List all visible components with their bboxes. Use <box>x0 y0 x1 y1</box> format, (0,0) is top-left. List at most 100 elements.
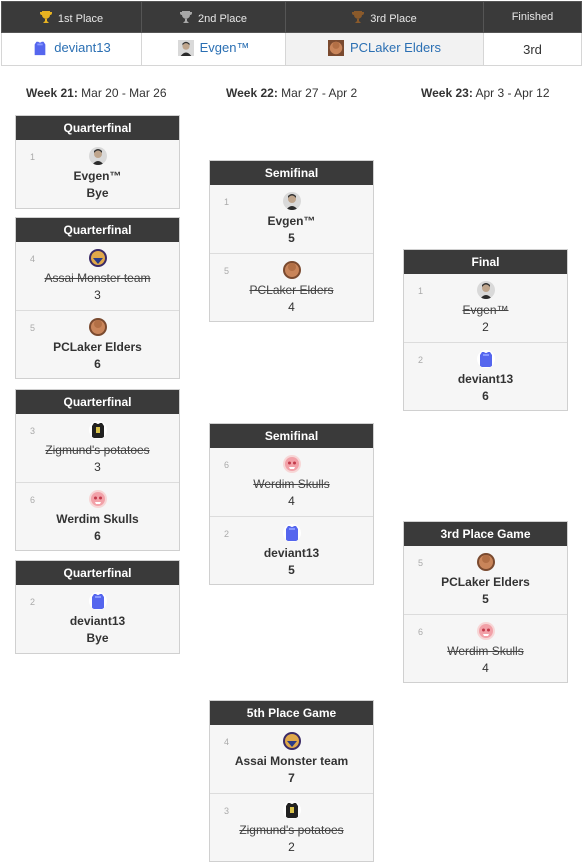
match-title: Semifinal <box>210 424 373 448</box>
finished-header: Finished <box>483 1 582 33</box>
team-slot[interactable]: 6 Werdim Skulls 6 <box>16 482 179 550</box>
silver-trophy-icon <box>180 10 193 23</box>
first-place-cell: deviant13 <box>1 32 142 66</box>
seed-number: 2 <box>418 355 424 365</box>
match-title: Quarterfinal <box>16 561 179 585</box>
week-label: Week 23: <box>421 86 473 100</box>
jersey-avatar-icon <box>32 40 48 56</box>
seed-number: 1 <box>418 286 424 296</box>
semifinal-match-1: Semifinal 1 Evgen™ 5 5 PCLaker Elders 4 <box>209 160 374 322</box>
team-score: 6 <box>94 357 101 371</box>
third-place-team-link[interactable]: PCLaker Elders <box>349 40 442 55</box>
seed-number: 3 <box>224 806 230 816</box>
team-slot[interactable]: 2 deviant13 Bye <box>16 585 179 653</box>
laker-avatar-icon <box>89 318 107 336</box>
week-dates: Apr 3 - Apr 12 <box>472 86 550 100</box>
standings-table: 1st Place 2nd Place 3rd Place Finished d… <box>1 1 582 66</box>
seed-number: 6 <box>418 627 424 637</box>
laker-avatar-icon <box>477 553 495 571</box>
team-slot[interactable]: 1 Evgen™ 2 <box>404 274 567 342</box>
seed-number: 4 <box>30 254 36 264</box>
team-slot[interactable]: 3 Zigmund's potatoes 2 <box>210 793 373 861</box>
zigmund-avatar-icon <box>283 801 301 819</box>
third-place-label: 3rd Place <box>370 12 417 25</box>
team-slot[interactable]: 5 PCLaker Elders 6 <box>16 310 179 378</box>
team-slot[interactable]: 5 PCLaker Elders 5 <box>404 546 567 614</box>
team-score: 2 <box>482 320 489 334</box>
seed-number: 5 <box>224 266 230 276</box>
team-slot[interactable]: 2 deviant13 5 <box>210 516 373 584</box>
team-name: deviant13 <box>69 614 126 628</box>
semifinal-match-2: Semifinal 6 Werdim Skulls 4 2 deviant13 … <box>209 423 374 585</box>
quarterfinal-match-2: Quarterfinal 4 Assai Monster team 3 5 PC… <box>15 217 180 379</box>
team-name: PCLaker Elders <box>441 575 530 589</box>
third-place-header: 3rd Place <box>285 1 484 33</box>
quarterfinal-match-1: Quarterfinal 1 Evgen™ Bye <box>15 115 180 209</box>
second-place-team-link[interactable]: Evgen™ <box>199 40 250 55</box>
team-slot[interactable]: 1 Evgen™ Bye <box>16 140 179 208</box>
seed-number: 4 <box>224 737 230 747</box>
team-name: PCLaker Elders <box>249 283 334 297</box>
laker-avatar-icon <box>328 40 344 56</box>
second-place-cell: Evgen™ <box>141 32 286 66</box>
team-slot[interactable]: 6 Werdim Skulls 4 <box>210 448 373 516</box>
third-place-match: 3rd Place Game 5 PCLaker Elders 5 6 Werd… <box>403 521 568 683</box>
team-name: Assai Monster team <box>234 754 349 768</box>
match-title: Quarterfinal <box>16 116 179 140</box>
second-place-label: 2nd Place <box>198 12 247 25</box>
team-score: 4 <box>288 300 295 314</box>
bronze-trophy-icon <box>352 10 365 23</box>
team-score: 2 <box>288 840 295 854</box>
team-slot[interactable]: 2 deviant13 6 <box>404 342 567 410</box>
first-place-team-link[interactable]: deviant13 <box>54 40 111 55</box>
team-slot[interactable]: 3 Zigmund's potatoes 3 <box>16 414 179 482</box>
match-title: Quarterfinal <box>16 218 179 242</box>
final-match: Final 1 Evgen™ 2 2 deviant13 6 <box>403 249 568 411</box>
team-score: 6 <box>482 389 489 403</box>
gold-trophy-icon <box>39 10 52 23</box>
team-name: Evgen™ <box>267 214 316 228</box>
team-score: 4 <box>288 494 295 508</box>
team-name: Assai Monster team <box>44 271 151 285</box>
team-slot[interactable]: 1 Evgen™ 5 <box>210 185 373 253</box>
assai-avatar-icon <box>283 732 301 750</box>
seed-number: 6 <box>30 495 36 505</box>
team-name: deviant13 <box>457 372 514 386</box>
seed-number: 1 <box>30 152 36 162</box>
team-score: Bye <box>86 186 109 200</box>
team-score: 3 <box>94 460 101 474</box>
jersey-avatar-icon <box>283 524 301 542</box>
team-score: 3 <box>94 288 101 302</box>
week-dates: Mar 20 - Mar 26 <box>77 86 167 100</box>
team-name: Zigmund's potatoes <box>45 443 150 457</box>
week-dates: Mar 27 - Apr 2 <box>277 86 358 100</box>
match-title: Final <box>404 250 567 274</box>
team-score: 5 <box>288 563 295 577</box>
finished-label: Finished <box>511 11 554 23</box>
team-slot[interactable]: 5 PCLaker Elders 4 <box>210 253 373 321</box>
seed-number: 2 <box>30 597 36 607</box>
seed-number: 5 <box>30 323 36 333</box>
seed-number: 3 <box>30 426 36 436</box>
assai-avatar-icon <box>89 249 107 267</box>
first-place-label: 1st Place <box>57 12 104 25</box>
laker-avatar-icon <box>283 261 301 279</box>
seed-number: 6 <box>224 460 230 470</box>
zigmund-avatar-icon <box>89 421 107 439</box>
quarterfinal-match-4: Quarterfinal 2 deviant13 Bye <box>15 560 180 654</box>
team-name: PCLaker Elders <box>53 340 142 354</box>
skull-avatar-icon <box>89 490 107 508</box>
team-slot[interactable]: 4 Assai Monster team 7 <box>210 725 373 793</box>
team-name: Werdim Skulls <box>56 512 139 526</box>
team-score: 4 <box>482 661 489 675</box>
match-title: Quarterfinal <box>16 390 179 414</box>
team-name: Evgen™ <box>462 303 509 317</box>
team-slot[interactable]: 4 Assai Monster team 3 <box>16 242 179 310</box>
team-name: Evgen™ <box>73 169 122 183</box>
team-slot[interactable]: 6 Werdim Skulls 4 <box>404 614 567 682</box>
match-title: 5th Place Game <box>210 701 373 725</box>
jersey-avatar-icon <box>477 350 495 368</box>
finished-value: 3rd <box>523 41 542 57</box>
man-avatar-icon <box>283 192 301 210</box>
team-name: deviant13 <box>263 546 320 560</box>
